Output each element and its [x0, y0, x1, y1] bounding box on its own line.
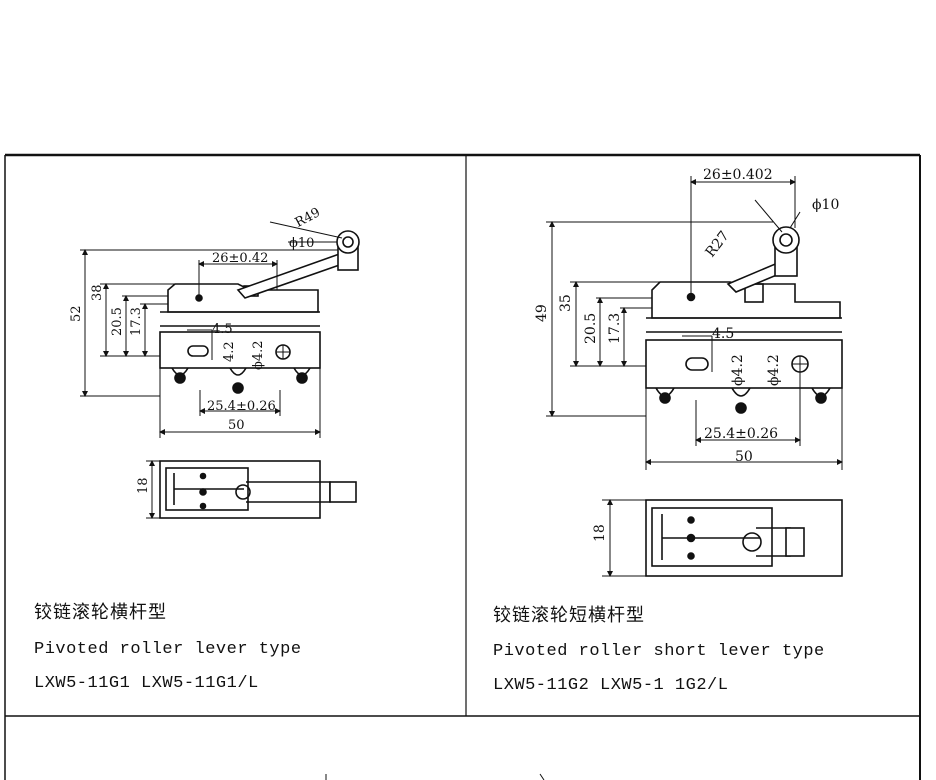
dim-width-50: 50: [228, 418, 245, 433]
dim-slot-4-2: 4.2: [222, 341, 237, 362]
left-side-view: [159, 230, 360, 394]
dim-depth-18: 18: [136, 477, 151, 494]
dim-slot-4-2: ϕ4.2: [730, 354, 746, 386]
dim-roller-dia: ϕ10: [289, 236, 314, 251]
dim-height-17-3: 17.3: [129, 307, 144, 336]
right-caption-cn: 铰链滚轮短横杆型: [493, 605, 645, 626]
left-caption-cn: 铰链滚轮横杆型: [34, 602, 167, 623]
right-dimension-lines: [546, 176, 843, 470]
dim-pitch-bottom: 25.4±0.26: [704, 426, 778, 442]
dim-height-49: 49: [534, 304, 550, 322]
dim-depth-18: 18: [592, 524, 608, 542]
dim-pitch-top: 26±0.402: [703, 167, 773, 183]
right-model-number: LXW5-11G2 LXW5-1 1G2/L: [493, 676, 729, 695]
dim-height-17-3: 17.3: [607, 313, 623, 344]
right-caption-en: Pivoted roller short lever type: [493, 642, 825, 661]
left-dimension-lines: [80, 221, 343, 438]
dim-height-20-5: 20.5: [110, 307, 125, 336]
right-top-view: [602, 499, 843, 577]
left-caption-en: Pivoted roller lever type: [34, 640, 302, 659]
left-model-number: LXW5-11G1 LXW5-11G1/L: [34, 674, 259, 693]
dim-slot-4-5: 4.5: [712, 326, 734, 342]
dim-slot-4-5: 4.5: [212, 322, 233, 337]
dim-pitch-top: 26±0.42: [212, 251, 268, 266]
dim-width-50: 50: [735, 449, 753, 465]
dim-r27: R27: [703, 228, 733, 260]
dim-pitch-bottom: 25.4±0.26: [207, 399, 276, 414]
lower-panel-marks: [325, 773, 545, 780]
dim-height-20-5: 20.5: [583, 313, 599, 344]
dim-roller-dia: ϕ10: [812, 197, 839, 213]
left-top-view: [146, 460, 357, 519]
dim-hole-dia: ϕ4.2: [766, 354, 782, 386]
dim-height-52: 52: [69, 305, 84, 322]
dim-height-35: 35: [558, 294, 574, 312]
right-side-view: [645, 226, 843, 414]
dim-height-38: 38: [90, 284, 105, 301]
dim-r49: R49: [293, 205, 323, 231]
dim-hole-dia: ϕ4.2: [251, 340, 266, 370]
sheet-frame: [4, 153, 921, 780]
